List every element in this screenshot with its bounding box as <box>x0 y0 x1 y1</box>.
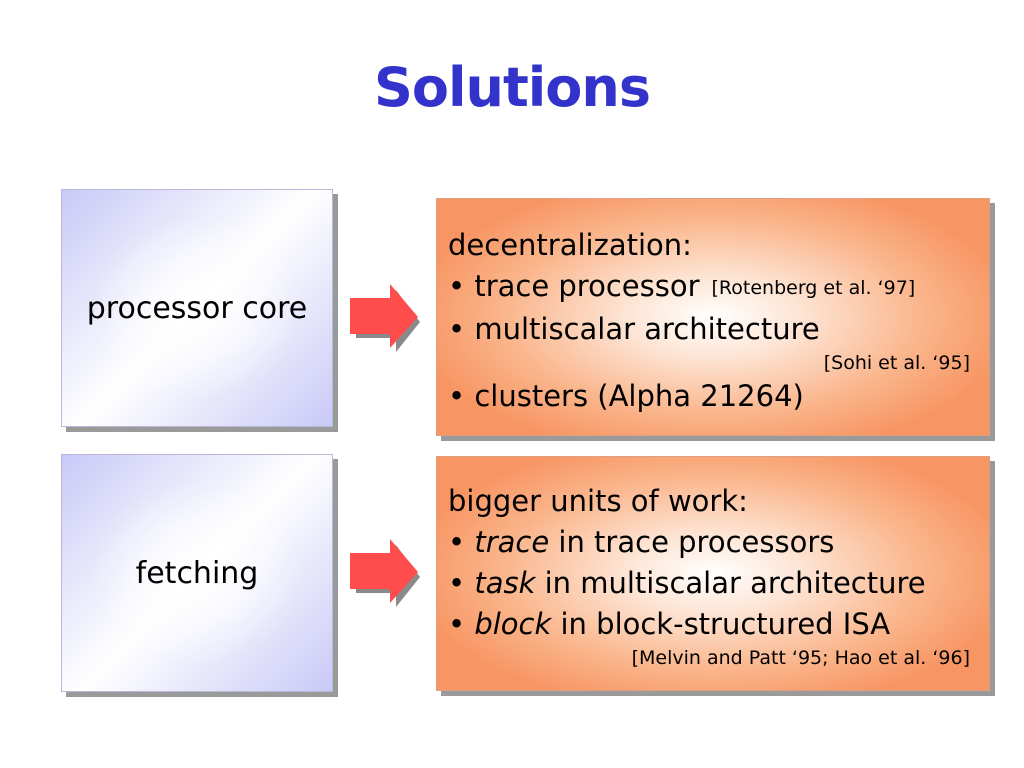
citation-sohi: [Sohi et al. ‘95] <box>823 352 970 374</box>
decentralization-heading: decentralization: <box>448 228 692 262</box>
bigger-units-box: bigger units of work: • trace in trace p… <box>436 456 990 691</box>
bullet-block: • block in block-structured ISA <box>448 604 973 645</box>
bullet-emphasis: trace <box>474 525 550 559</box>
bullet-task: • task in multiscalar architecture <box>448 563 973 604</box>
decentralization-box: decentralization: • trace processor [Rote… <box>436 198 990 436</box>
bullet-char: • <box>448 269 466 303</box>
bullet-trace: • trace in trace processors <box>448 522 973 563</box>
bullet-text: trace processor <box>474 269 700 303</box>
slide-title: Solutions <box>374 56 651 119</box>
bullet-multiscalar: • multiscalar architecture <box>448 309 973 350</box>
bullet-text: clusters (Alpha 21264) <box>474 379 804 413</box>
bullet-clusters: • clusters (Alpha 21264) <box>448 376 973 417</box>
arrow-right-icon <box>350 284 420 352</box>
bullet-text: in block-structured ISA <box>551 607 891 641</box>
processor-core-label: processor core <box>86 290 308 326</box>
arrow-right-icon <box>350 539 420 607</box>
bullet-text: in multiscalar architecture <box>535 566 926 600</box>
bullet-text: in trace processors <box>549 525 835 559</box>
processor-core-box: processor core <box>61 189 333 427</box>
citation-rotenberg: [Rotenberg et al. ‘97] <box>711 277 916 299</box>
fetching-label: fetching <box>135 555 259 591</box>
fetching-box: fetching <box>61 454 333 692</box>
bullet-char: • <box>448 525 466 559</box>
bullet-text: multiscalar architecture <box>474 312 820 346</box>
bigger-units-heading: bigger units of work: <box>448 484 748 518</box>
bullet-char: • <box>448 566 466 600</box>
bullet-char: • <box>448 312 466 346</box>
bullet-trace-processor: • trace processor [Rotenberg et al. ‘97] <box>448 266 973 309</box>
bullet-emphasis: block <box>474 607 552 641</box>
bullet-char: • <box>448 607 466 641</box>
bullet-emphasis: task <box>474 566 536 600</box>
bullet-char: • <box>448 379 466 413</box>
citation-melvin-hao: [Melvin and Patt ‘95; Hao et al. ‘96] <box>631 647 970 669</box>
